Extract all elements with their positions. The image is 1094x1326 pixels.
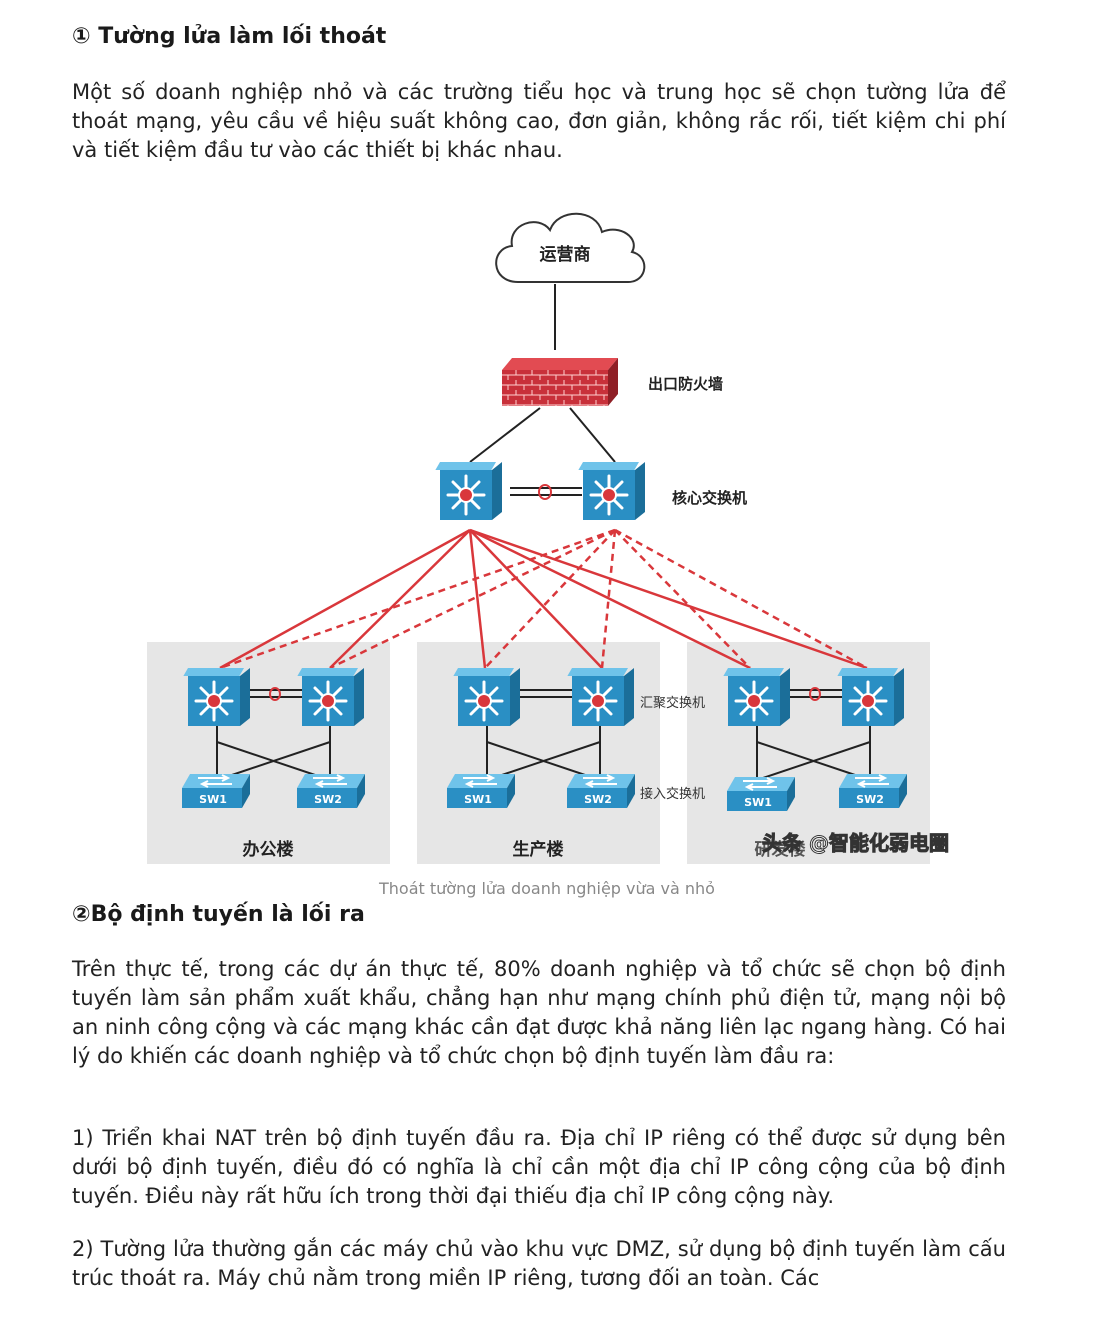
section2-heading: ②Bộ định tuyến là lối ra — [72, 902, 365, 927]
agg-switch-2b-icon — [565, 666, 636, 728]
core-switch-2-icon — [576, 460, 647, 522]
watermark: 头条 @智能化弱电圈 — [762, 831, 949, 855]
switch-label-sw2: SW2 — [584, 793, 612, 806]
agg-switch-3a-icon — [721, 666, 792, 728]
section2-point2: 2) Tường lửa thường gắn các máy chủ vào … — [72, 1237, 1006, 1290]
section1-paragraph: Một số doanh nghiệp nhỏ và các trường ti… — [72, 80, 1006, 162]
firewall-label: 出口防火墙 — [648, 375, 723, 393]
access-switch-label: 接入交换机 — [640, 786, 705, 802]
isp-cloud-icon — [495, 212, 646, 283]
isp-label: 运营商 — [540, 244, 591, 265]
building-rd-label: 研发楼 — [755, 839, 806, 860]
diagram-caption: Thoát tường lửa doanh nghiệp vừa và nhỏ — [379, 879, 715, 898]
switch-label-sw2: SW2 — [314, 793, 342, 806]
core-switch-1-icon — [433, 460, 504, 522]
agg-switch-1b-icon — [295, 666, 366, 728]
section2-paragraph: Trên thực tế, trong các dự án thực tế, 8… — [72, 957, 1006, 1068]
agg-switch-1a-icon — [181, 666, 252, 728]
switch-label-sw1: SW1 — [744, 796, 772, 809]
switch-label-sw1: SW1 — [199, 793, 227, 806]
firewall-icon — [502, 358, 618, 406]
section1-heading: ① Tường lửa làm lối thoát — [72, 24, 387, 49]
aggregation-switch-label: 汇聚交换机 — [640, 695, 705, 711]
network-diagram: 运营商 出口防火墙 核心交换机 — [147, 212, 949, 864]
building-production-label: 生产楼 — [513, 839, 564, 860]
switch-label-sw1: SW1 — [464, 793, 492, 806]
building-office-label: 办公楼 — [243, 839, 294, 860]
agg-switch-3b-icon — [835, 666, 906, 728]
section2-point1: 1) Triển khai NAT trên bộ định tuyến đầu… — [72, 1126, 1006, 1208]
core-switch-label: 核心交换机 — [672, 489, 747, 507]
agg-switch-2a-icon — [451, 666, 522, 728]
switch-label-sw2: SW2 — [856, 793, 884, 806]
